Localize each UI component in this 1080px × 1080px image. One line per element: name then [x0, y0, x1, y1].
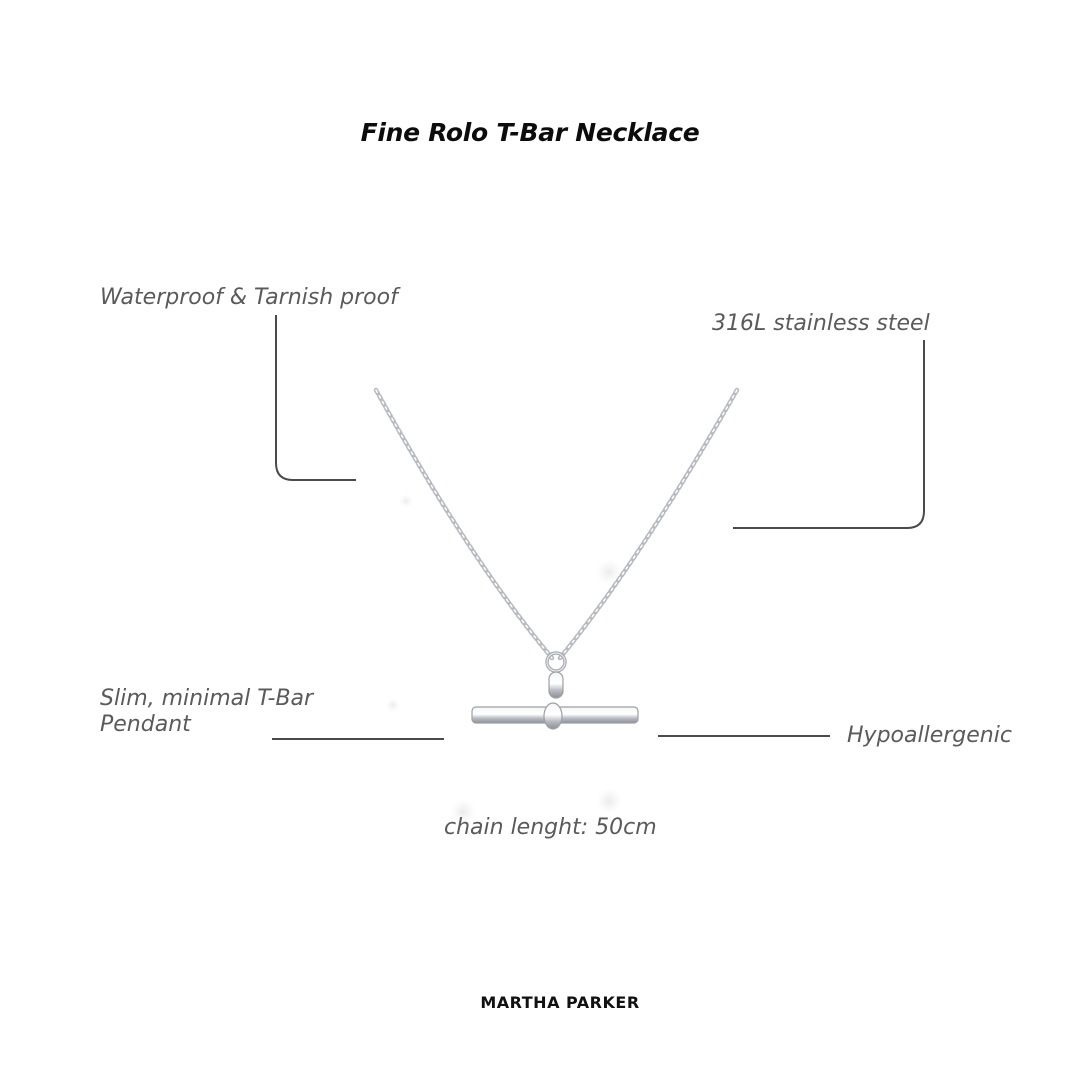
feature-waterproof: Waterproof & Tarnish proof	[100, 285, 398, 310]
feature-chain-length: chain lenght: 50cm	[444, 815, 657, 840]
leader-lines	[272, 315, 925, 740]
t-bar-pendant	[471, 651, 639, 730]
bokeh-dots	[386, 494, 622, 825]
feature-hypoallergenic: Hypoallergenic	[847, 723, 1012, 748]
leader-line-steel	[733, 340, 925, 529]
leader-line-waterproof	[275, 315, 356, 481]
feature-pendant: Slim, minimal T-Bar Pendant	[100, 686, 314, 737]
feature-stainless-steel: 316L stainless steel	[712, 311, 930, 336]
product-title: Fine Rolo T-Bar Necklace	[360, 118, 700, 147]
rolo-chain	[373, 387, 740, 661]
brand-name: MARTHA PARKER	[480, 993, 640, 1012]
